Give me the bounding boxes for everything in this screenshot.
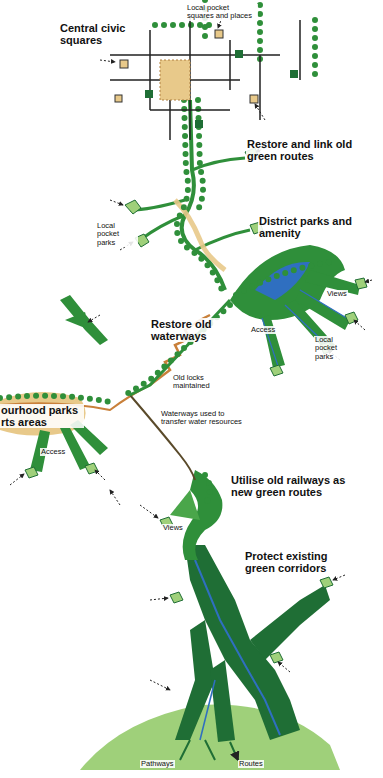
civic-square (160, 60, 190, 100)
small-label: Pathways (140, 760, 175, 768)
area-title: Protect existing green corridors (244, 550, 356, 574)
small-label: Routes (238, 760, 264, 768)
access-arrow (10, 10, 372, 690)
small-label: Old locks maintained (172, 374, 224, 391)
small-label: Local pocket parks (314, 336, 356, 361)
area-title: Restore old waterways (150, 318, 230, 342)
area-title: ourhood parks rts areas (0, 404, 84, 428)
small-label: Waterways used to transfer water resourc… (160, 410, 246, 427)
area-title: Utilise old railways as new green routes (230, 474, 362, 498)
small-label: Local pocket parks (96, 222, 138, 247)
small-label: Access (250, 326, 276, 334)
street-grid (110, 15, 300, 140)
small-label: Views (326, 290, 348, 298)
small-label: Views (162, 524, 184, 532)
area-title: Restore and link old green routes (246, 138, 358, 162)
tree-chain (0, 0, 330, 505)
area-title: Central civic squares (60, 22, 130, 46)
rural-ground (80, 705, 340, 771)
small-label: Local pocket squares and places (186, 4, 258, 21)
area-title: District parks and amenity (258, 215, 360, 239)
small-label: Access (40, 448, 66, 456)
